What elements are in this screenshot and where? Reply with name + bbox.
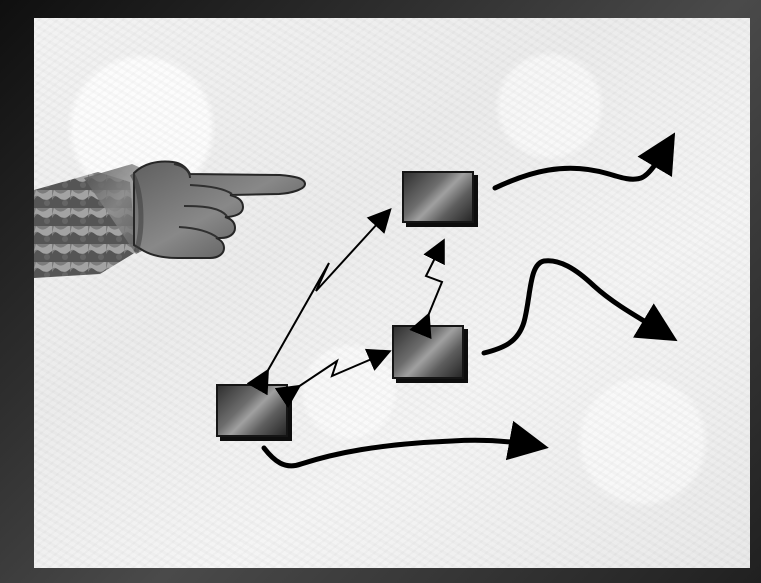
link-middle-top bbox=[409, 238, 445, 340]
finger-line-2 bbox=[183, 205, 228, 217]
pointing-hand-graphic bbox=[34, 160, 307, 278]
wrist-shadow bbox=[129, 172, 144, 253]
middle-output-arrow bbox=[481, 258, 678, 356]
finger-line-3 bbox=[178, 226, 219, 239]
diagram-canvas bbox=[34, 18, 750, 568]
pointing-hand-icon bbox=[34, 154, 319, 294]
connection-overlay bbox=[246, 132, 678, 469]
thumb-line bbox=[173, 163, 191, 179]
finger-line-1 bbox=[189, 184, 233, 195]
top-node-box bbox=[402, 171, 474, 223]
bottom-output-arrow bbox=[261, 420, 549, 469]
top-output-arrow bbox=[492, 132, 676, 191]
link-bottom-middle bbox=[274, 348, 392, 409]
link-bottom-top bbox=[246, 208, 392, 396]
